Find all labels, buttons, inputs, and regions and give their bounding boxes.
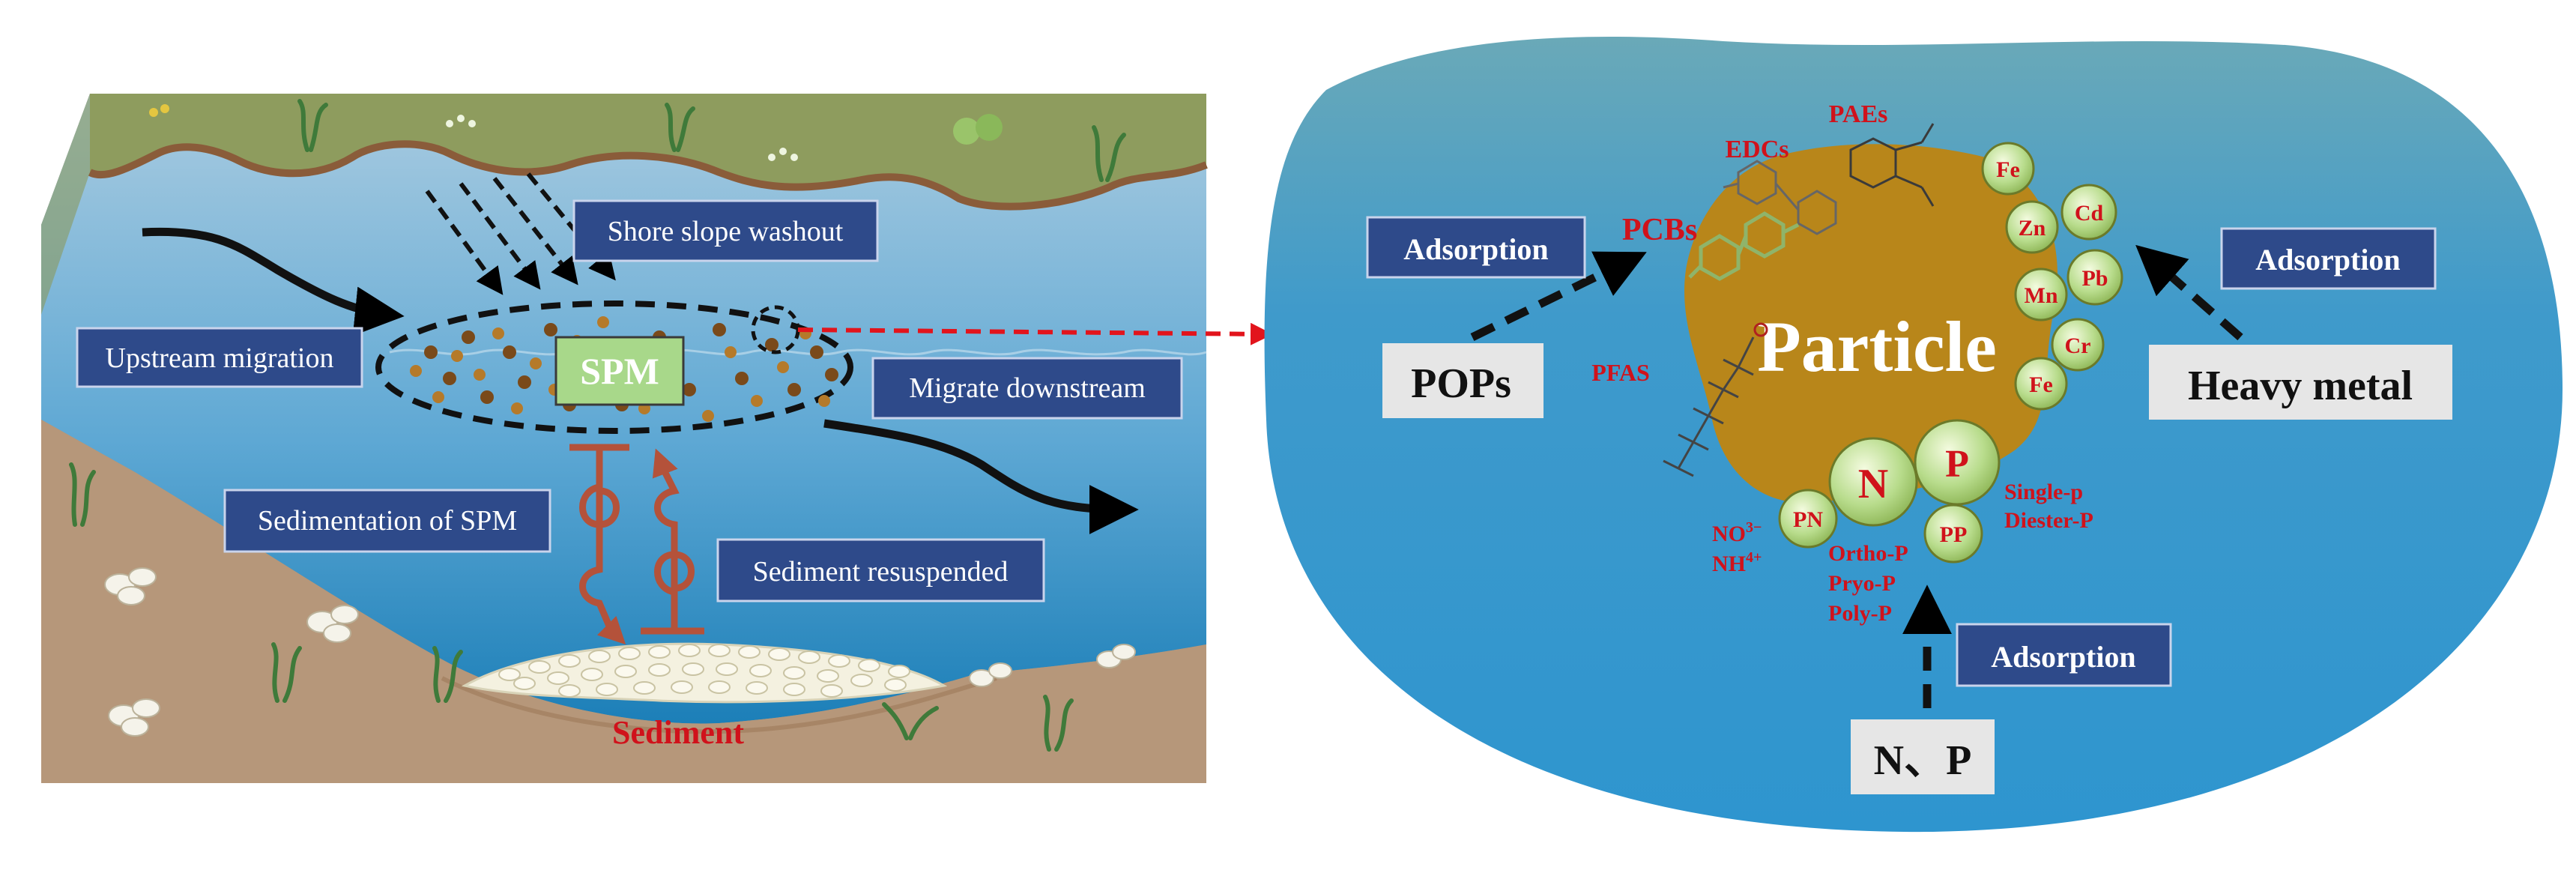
adsorption-arrow-metal	[2135, 244, 2243, 341]
adsorption-label-right: Adsorption	[2220, 227, 2437, 290]
pcb-molecule	[1688, 211, 1800, 281]
svg-text:Upstream migration: Upstream migration	[106, 342, 334, 374]
nutrient-pn: PN	[1793, 507, 1823, 532]
metal-cd: Cd	[2075, 201, 2104, 226]
label-diester-p: Diester-P	[2004, 508, 2093, 533]
nutrient-cluster: N P PN PP	[1778, 419, 2001, 564]
adsorption-label-left: Adsorption	[1366, 216, 1586, 279]
svg-text:SPM: SPM	[580, 350, 659, 392]
resuspension-arrow	[641, 448, 704, 635]
metal-fe-2: Fe	[2029, 372, 2053, 397]
spm-cloud-outline	[375, 300, 853, 434]
label-nh4: NH4+	[1712, 549, 1762, 576]
adsorption-arrow-pops	[1470, 251, 1647, 341]
nutrient-n: N	[1858, 461, 1888, 507]
nutrient-pp: PP	[1940, 522, 1968, 547]
sediment-pile	[461, 642, 948, 704]
phosphorus-forms: Ortho-P Pryo-P Poly-P Single-p Diester-P	[1828, 480, 2093, 626]
nutrient-p: P	[1945, 443, 1969, 486]
label-spm: SPM	[554, 336, 685, 406]
label-pfas: PFAS	[1591, 359, 1650, 386]
svg-text:N、P: N、P	[1874, 737, 1972, 784]
label-upstream-migration: Upstream migration	[76, 327, 363, 388]
particle-label: Particle	[1757, 306, 1997, 387]
spm-particles	[410, 316, 838, 422]
label-sediment-resuspended: Sediment resuspended	[716, 538, 1045, 602]
upstream-arrow	[142, 227, 405, 336]
svg-text:Heavy metal: Heavy metal	[2188, 363, 2413, 409]
label-no3: NO3−	[1712, 519, 1762, 546]
label-sedimentation-of-spm: Sedimentation of SPM	[223, 489, 551, 553]
sedimentation-arrow	[569, 444, 629, 645]
label-shore-slope-washout: Shore slope washout	[572, 199, 879, 262]
svg-text:Adsorption: Adsorption	[2255, 243, 2400, 277]
svg-text:Adsorption: Adsorption	[1403, 232, 1548, 266]
svg-text:Sediment resuspended: Sediment resuspended	[753, 556, 1009, 588]
metal-mn: Mn	[2025, 283, 2058, 308]
label-sediment: Sediment	[612, 714, 744, 751]
adsorption-label-bottom: Adsorption	[1956, 623, 2172, 687]
aquatic-plants	[69, 99, 1126, 752]
label-single-p: Single-p	[2004, 480, 2083, 504]
label-paes: PAEs	[1829, 100, 1888, 128]
pae-molecule	[1849, 123, 1935, 207]
river-scene: Shore slope washout Upstream migration S…	[41, 94, 1273, 783]
label-pcbs: PCBs	[1622, 213, 1697, 247]
label-migrate-downstream: Migrate downstream	[871, 357, 1183, 420]
heavy-metal-cluster: Fe Zn Cd Pb Mn Cr Fe	[1981, 142, 2123, 411]
heavy-metal-source-box: Heavy metal	[2149, 345, 2452, 420]
label-pryo-p: Pryo-P	[1828, 571, 1896, 596]
particle-body	[1684, 144, 2058, 504]
label-ortho-p: Ortho-P	[1828, 541, 1908, 566]
zoom-arrow	[797, 322, 1273, 345]
svg-text:Adsorption: Adsorption	[1991, 640, 2135, 674]
label-poly-p: Poly-P	[1828, 601, 1892, 626]
pops-source-box: POPs	[1382, 343, 1544, 418]
svg-text:Shore slope washout: Shore slope washout	[608, 216, 844, 247]
label-edcs: EDCs	[1725, 136, 1789, 163]
nitrogen-forms: NO3− NH4+	[1712, 519, 1762, 576]
edc-molecule	[1723, 160, 1837, 235]
svg-text:Migrate downstream: Migrate downstream	[909, 372, 1146, 404]
metal-cr: Cr	[2065, 333, 2091, 358]
pfas-molecule	[1663, 322, 1768, 477]
np-source-box: N、P	[1851, 719, 1995, 794]
downstream-arrow	[823, 419, 1139, 534]
svg-text:Sedimentation of SPM: Sedimentation of SPM	[258, 505, 517, 537]
metal-zn: Zn	[2019, 216, 2046, 241]
metal-fe-1: Fe	[1996, 157, 2020, 182]
pebbles	[104, 567, 1136, 737]
svg-text:POPs: POPs	[1411, 360, 1511, 407]
particle-zoom: Particle PA	[1264, 36, 2563, 833]
metal-pb: Pb	[2081, 266, 2108, 291]
bank-flowers	[149, 104, 1003, 161]
